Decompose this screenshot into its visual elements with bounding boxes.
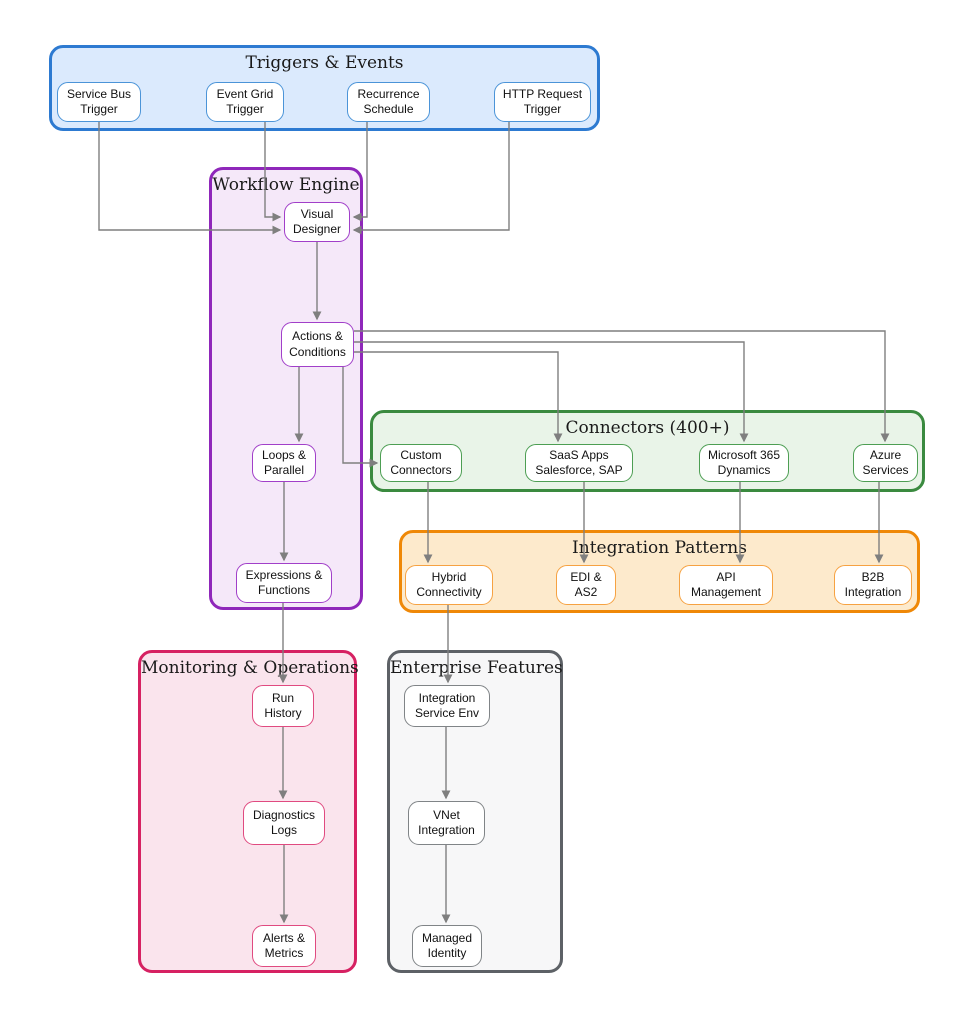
node-actions-conditions: Actions & Conditions xyxy=(281,322,354,367)
node-http-request-trigger: HTTP Request Trigger xyxy=(494,82,591,122)
node-visual-designer: Visual Designer xyxy=(284,202,350,242)
section-title: Monitoring & Operations xyxy=(141,658,359,678)
section-title: Connectors (400+) xyxy=(565,418,730,438)
node-recurrence-schedule: Recurrence Schedule xyxy=(347,82,430,122)
node-expressions-functions: Expressions & Functions xyxy=(236,563,332,603)
node-diagnostics-logs: Diagnostics Logs xyxy=(243,801,325,845)
node-run-history: Run History xyxy=(252,685,314,727)
section-title: Triggers & Events xyxy=(245,53,404,73)
node-saas-apps: SaaS Apps Salesforce, SAP xyxy=(525,444,633,482)
section-title: Integration Patterns xyxy=(572,538,747,558)
node-hybrid-connectivity: Hybrid Connectivity xyxy=(405,565,493,605)
node-event-grid-trigger: Event Grid Trigger xyxy=(206,82,284,122)
node-microsoft-365: Microsoft 365 Dynamics xyxy=(699,444,789,482)
edge-http-request-to-visual-designer xyxy=(352,122,510,235)
node-b2b-integration: B2B Integration xyxy=(834,565,912,605)
section-title: Enterprise Features xyxy=(390,658,563,678)
node-vnet-integration: VNet Integration xyxy=(408,801,485,845)
node-azure-services: Azure Services xyxy=(853,444,918,482)
node-api-management: API Management xyxy=(679,565,773,605)
section-title: Workflow Engine xyxy=(212,175,360,195)
node-alerts-metrics: Alerts & Metrics xyxy=(252,925,316,967)
node-integration-service-env: Integration Service Env xyxy=(404,685,490,727)
node-custom-connectors: Custom Connectors xyxy=(380,444,462,482)
node-managed-identity: Managed Identity xyxy=(412,925,482,967)
node-loops-parallel: Loops & Parallel xyxy=(252,444,316,482)
node-edi-as2: EDI & AS2 xyxy=(556,565,616,605)
node-service-bus-trigger: Service Bus Trigger xyxy=(57,82,141,122)
